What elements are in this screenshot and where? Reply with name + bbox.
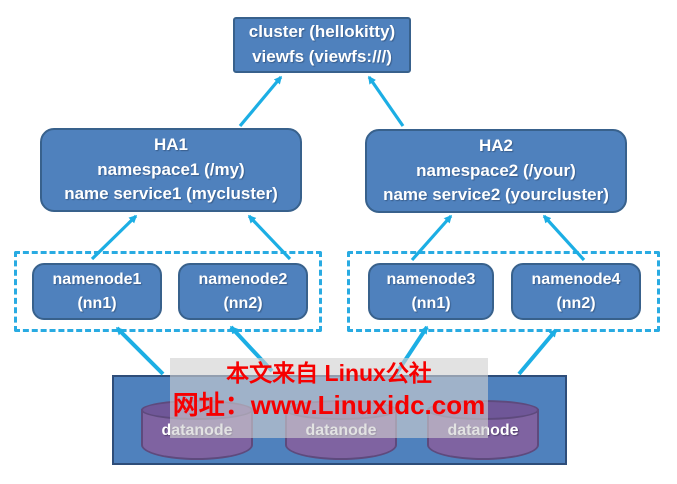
namenode4-box: namenode4 (nn2) — [511, 263, 641, 320]
namenode4-name: namenode4 — [531, 270, 621, 288]
cluster-viewfs-box: cluster (hellokitty) viewfs (viewfs:///) — [233, 17, 411, 73]
namenode3-id: (nn1) — [411, 294, 451, 312]
ha1-box: HA1 namespace1 (/my) name service1 (mycl… — [40, 128, 302, 212]
namenode3-name: namenode3 — [386, 270, 476, 288]
namenode2-box: namenode2 (nn2) — [178, 263, 308, 320]
namenode2-name: namenode2 — [198, 270, 288, 288]
ha2-namespace-label: namespace2 (/your) — [416, 160, 576, 180]
viewfs-uri-label: viewfs (viewfs:///) — [252, 47, 392, 66]
ha1-namespace-label: namespace1 (/my) — [97, 159, 245, 179]
ha1-nameservice-label: name service1 (mycluster) — [64, 184, 278, 204]
namenode2-id: (nn2) — [223, 294, 263, 312]
namenode4-id: (nn2) — [556, 294, 596, 312]
arrow-datanode-to-namenode4 — [517, 328, 558, 376]
ha2-namenode-group — [347, 251, 660, 332]
ha1-namenode-group — [14, 251, 322, 332]
ha2-title: HA2 — [478, 136, 513, 156]
namenode1-name: namenode1 — [52, 270, 142, 288]
ha2-box: HA2 namespace2 (/your) name service2 (yo… — [365, 129, 627, 213]
cluster-name-label: cluster (hellokitty) — [248, 22, 396, 42]
ha2-nameservice-label: name service2 (yourcluster) — [383, 185, 609, 205]
namenode1-box: namenode1 (nn1) — [32, 263, 162, 320]
arrow-datanode-to-namenode1 — [115, 326, 165, 376]
ha1-title: HA1 — [153, 135, 188, 155]
watermark-source-text: 本文来自 Linux公社 — [226, 360, 432, 386]
namenode1-id: (nn1) — [77, 294, 117, 312]
arrow-ha2-to-cluster — [367, 75, 405, 127]
watermark-url-text: 网址：www.Linuxidc.com — [172, 390, 486, 420]
namenode3-box: namenode3 (nn1) — [368, 263, 494, 320]
watermark-overlay: 本文来自 Linux公社 网址：www.Linuxidc.com — [170, 358, 488, 438]
arrow-ha1-to-cluster — [238, 75, 283, 128]
